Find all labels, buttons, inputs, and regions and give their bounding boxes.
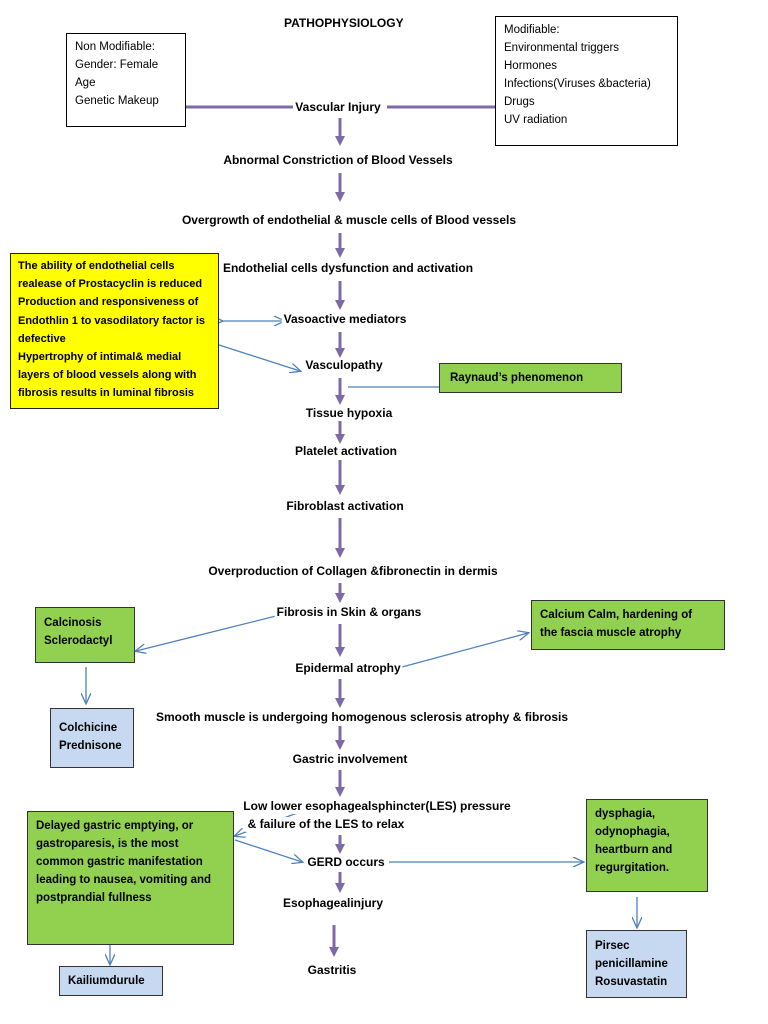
- fibrosis-to-calcinosis-arrow: [136, 611, 293, 651]
- box-line: Non Modifiable:: [75, 41, 155, 53]
- box-line: dysphagia,: [595, 808, 656, 820]
- box-line: Pirsec: [595, 940, 630, 952]
- box-line: Endothlin 1 to vasodilatory factor is: [18, 314, 206, 327]
- box-line: defective: [18, 332, 66, 345]
- box-line: UV radiation: [504, 114, 568, 126]
- box-line: penicillamine: [595, 958, 668, 970]
- box-line: layers of blood vessels along with: [18, 369, 197, 382]
- box-line: Gender: Female: [75, 59, 159, 71]
- kailiumdurule-box: Kailiumdurule: [59, 966, 163, 996]
- gastric-note-box: Delayed gastric emptying, or gastropares…: [27, 811, 234, 945]
- pirsec-box: Pirsec penicillamine Rosuvastatin: [586, 930, 687, 998]
- flow-step-esophageal-injury: Esophagealinjury: [280, 896, 386, 911]
- flow-step-platelet-activation: Platelet activation: [292, 444, 400, 459]
- box-line: Hormones: [504, 60, 558, 72]
- box-line: Sclerodactyl: [44, 635, 113, 647]
- modifiable-box: Modifiable: Environmental triggers Hormo…: [495, 16, 678, 146]
- box-line: Environmental triggers: [504, 42, 620, 54]
- flow-step-fibrosis: Fibrosis in Skin & organs: [274, 605, 424, 620]
- gastric-note-to-gerd-arrow: [234, 839, 302, 862]
- flow-step-fibroblast-activation: Fibroblast activation: [284, 499, 406, 514]
- box-line: Kailiumdurule: [68, 975, 145, 987]
- box-line: leading to nausea, vomiting and: [36, 874, 212, 886]
- box-line: Delayed gastric emptying, or: [36, 820, 194, 832]
- flow-step-overproduction-collagen: Overproduction of Collagen &fibronectin …: [206, 564, 500, 579]
- box-line: gastroparesis, is the most: [36, 838, 179, 850]
- box-line: Prednisone: [59, 740, 122, 752]
- box-line: regurgitation.: [595, 862, 670, 874]
- flow-step-gastric-involvement: Gastric involvement: [290, 752, 410, 767]
- box-line: Calcinosis: [44, 617, 102, 629]
- flow-step-gastritis: Gastritis: [305, 963, 359, 978]
- flow-step-abnormal-constriction: Abnormal Constriction of Blood Vessels: [221, 153, 455, 168]
- calcium-calm-box: Calcium Calm, hardening of the fascia mu…: [531, 600, 725, 650]
- box-line: Calcium Calm, hardening of: [540, 609, 693, 621]
- box-line: Infections(Viruses &bacteria): [504, 78, 651, 90]
- box-line: Colchicine: [59, 722, 118, 734]
- box-line: Genetic Makeup: [75, 95, 159, 107]
- box-line: Modifiable:: [504, 24, 560, 36]
- box-line: Production and responsiveness of: [18, 296, 199, 309]
- flow-step-smooth-muscle: Smooth muscle is undergoing homogenous s…: [153, 710, 571, 725]
- atrophy-to-calcium-arrow: [401, 633, 528, 668]
- box-line: odynophagia,: [595, 826, 670, 838]
- endothelial-note-box: The ability of endothelial cells realeas…: [10, 253, 219, 409]
- flow-step-vasculopathy: Vasculopathy: [303, 358, 385, 373]
- box-line: Age: [75, 77, 96, 89]
- page-title: PATHOPHYSIOLOGY: [284, 16, 404, 30]
- flow-step-endothelial-dysfunction: Endothelial cells dysfunction and activa…: [220, 261, 476, 276]
- flow-step-les-failure: & failure of the LES to relax: [245, 817, 407, 832]
- calcinosis-box: Calcinosis Sclerodactyl: [35, 607, 135, 663]
- dysphagia-box: dysphagia, odynophagia, heartburn and re…: [586, 799, 708, 892]
- flow-step-overgrowth: Overgrowth of endothelial & muscle cells…: [179, 213, 519, 228]
- box-line: heartburn and: [595, 844, 673, 856]
- box-line: Hypertrophy of intimal& medial: [18, 351, 182, 364]
- flow-step-vasoactive-mediators: Vasoactive mediators: [281, 312, 409, 327]
- box-line: The ability of endothelial cells: [18, 260, 175, 272]
- box-line: fibrosis results in luminal fibrosis: [18, 387, 195, 400]
- flow-step-vascular-injury: Vascular Injury: [293, 100, 383, 115]
- box-line: the fascia muscle atrophy: [540, 627, 682, 639]
- box-line: postprandial fullness: [36, 892, 152, 904]
- flow-step-low-les-pressure: Low lower esophagealsphincter(LES) press…: [241, 799, 513, 814]
- non-modifiable-box: Non Modifiable: Gender: Female Age Genet…: [66, 33, 186, 127]
- box-line: common gastric manifestation: [36, 856, 203, 868]
- flow-step-epidermal-atrophy: Epidermal atrophy: [293, 661, 403, 676]
- box-line: Raynaud’s phenomenon: [450, 372, 584, 384]
- box-line: Rosuvastatin: [595, 976, 668, 988]
- note-to-vasculopathy-arrow: [218, 344, 300, 371]
- box-line: realease of Prostacyclin is reduced: [18, 278, 203, 291]
- colchicine-box: Colchicine Prednisone: [50, 708, 134, 768]
- raynaud-box: Raynaud’s phenomenon: [439, 363, 622, 393]
- flow-step-tissue-hypoxia: Tissue hypoxia: [303, 406, 395, 421]
- flow-step-gerd: GERD occurs: [305, 855, 387, 870]
- box-line: Drugs: [504, 96, 535, 108]
